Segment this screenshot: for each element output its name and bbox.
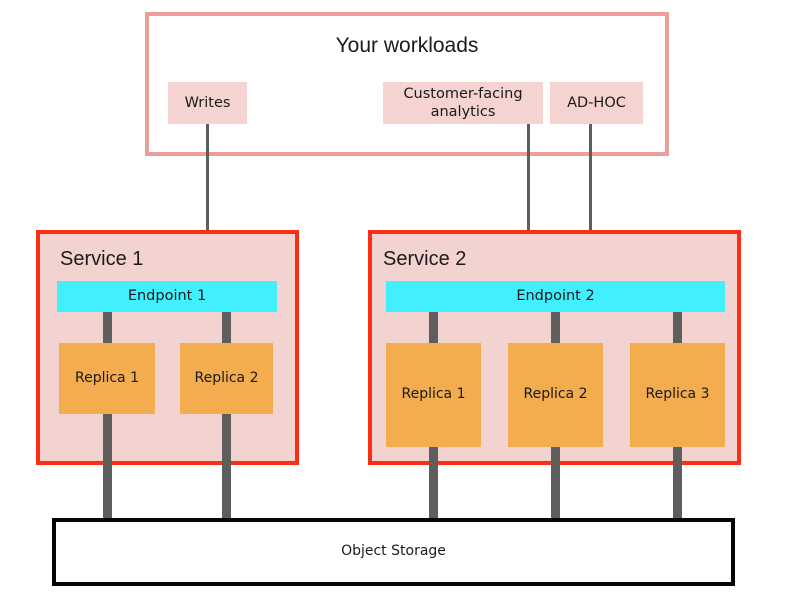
connector-endpoint-2-to-s2-replica-2	[551, 311, 560, 345]
service-2-replica-1[interactable]: Replica 1	[386, 343, 481, 447]
service-1-replica-1[interactable]: Replica 1	[59, 343, 155, 414]
connector-endpoint-1-to-s1-replica-1	[103, 311, 112, 345]
workload-box-writes[interactable]: Writes	[168, 82, 247, 124]
service-2-title: Service 2	[383, 248, 467, 270]
connector-s1-replica-2-to-object-storage	[222, 412, 231, 522]
connector-endpoint-2-to-s2-replica-1	[429, 311, 438, 345]
connector-s1-replica-1-to-object-storage	[103, 412, 112, 522]
connector-s2-replica-3-to-object-storage	[673, 445, 682, 522]
endpoint-1[interactable]: Endpoint 1	[57, 281, 277, 312]
workloads-title: Your workloads	[335, 33, 479, 57]
connector-endpoint-2-to-s2-replica-3	[673, 311, 682, 345]
connector-s2-replica-2-to-object-storage	[551, 445, 560, 522]
endpoint-2[interactable]: Endpoint 2	[386, 281, 725, 312]
connector-writes-to-endpoint-1	[206, 124, 209, 265]
workload-box-customer-facing-analytics[interactable]: Customer-facing analytics	[383, 82, 543, 124]
connector-s2-replica-1-to-object-storage	[429, 445, 438, 522]
service-2-replica-3[interactable]: Replica 3	[630, 343, 725, 447]
service-1-replica-2[interactable]: Replica 2	[180, 343, 273, 414]
object-storage-box[interactable]: Object Storage	[52, 518, 735, 586]
workload-box-ad-hoc[interactable]: AD-HOC	[550, 82, 643, 124]
connector-ad-hoc-to-endpoint-2	[589, 124, 592, 265]
service-1-title: Service 1	[60, 248, 144, 270]
connector-customer-facing-analytics-to-endpoint-2	[527, 124, 530, 265]
service-2-replica-2[interactable]: Replica 2	[508, 343, 603, 447]
connector-endpoint-1-to-s1-replica-2	[222, 311, 231, 345]
